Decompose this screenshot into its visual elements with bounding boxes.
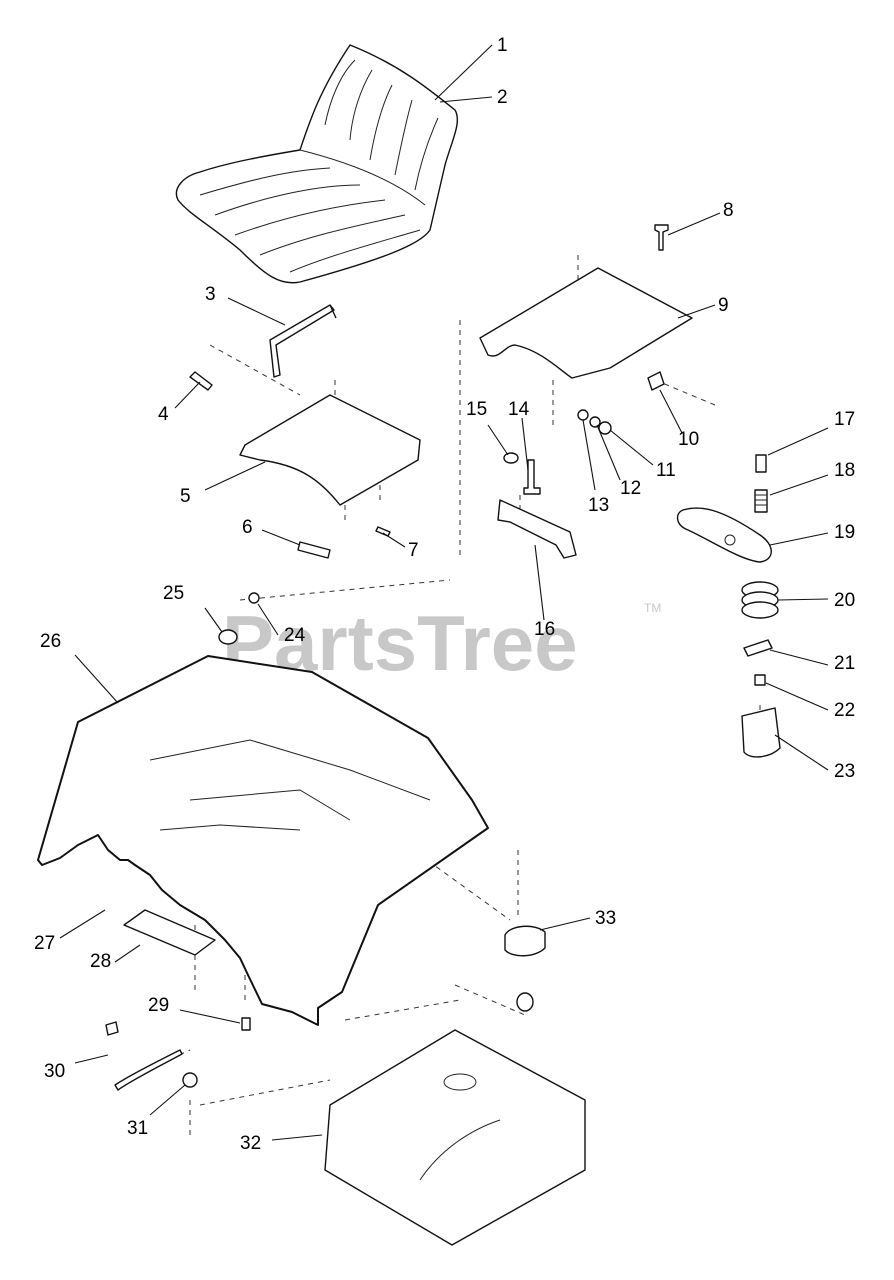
callout-21: 21 [834,653,855,674]
callout-31: 31 [127,1118,148,1139]
callout-4: 4 [158,404,169,425]
callout-1: 1 [497,35,508,56]
callout-5: 5 [180,486,191,507]
callout-17: 17 [834,409,855,430]
callout-leaders [59,44,829,1141]
callout-numbers: 1 2 3 4 5 6 7 8 9 10 11 12 13 14 15 16 1… [34,35,855,1154]
callout-10: 10 [678,429,699,450]
callout-6: 6 [242,517,253,538]
callout-23: 23 [834,761,855,782]
callout-3: 3 [205,284,216,305]
callout-27: 27 [34,933,55,954]
seat [175,44,459,284]
callout-8: 8 [723,200,734,221]
fuel-tank [324,1029,586,1246]
fender [37,655,489,1026]
watermark-trademark: TM [644,601,661,615]
callout-22: 22 [834,700,855,721]
callout-30: 30 [44,1061,65,1082]
callout-20: 20 [834,590,855,611]
callout-33: 33 [595,908,616,929]
callout-25: 25 [163,583,184,604]
mount-plate [479,267,693,379]
callout-24: 24 [284,625,306,646]
callout-18: 18 [834,460,855,481]
callout-28: 28 [90,951,111,972]
callout-7: 7 [408,540,419,561]
seat-pan [239,394,421,506]
callout-14: 14 [508,399,530,420]
callout-32: 32 [240,1133,261,1154]
callout-2: 2 [497,87,508,108]
callout-29: 29 [148,995,169,1016]
callout-26: 26 [40,631,61,652]
callout-12: 12 [620,478,641,499]
callout-15: 15 [466,399,487,420]
callout-9: 9 [718,295,729,316]
callout-19: 19 [834,522,855,543]
callout-11: 11 [656,460,676,481]
callout-13: 13 [588,495,609,516]
callout-16: 16 [534,619,555,640]
